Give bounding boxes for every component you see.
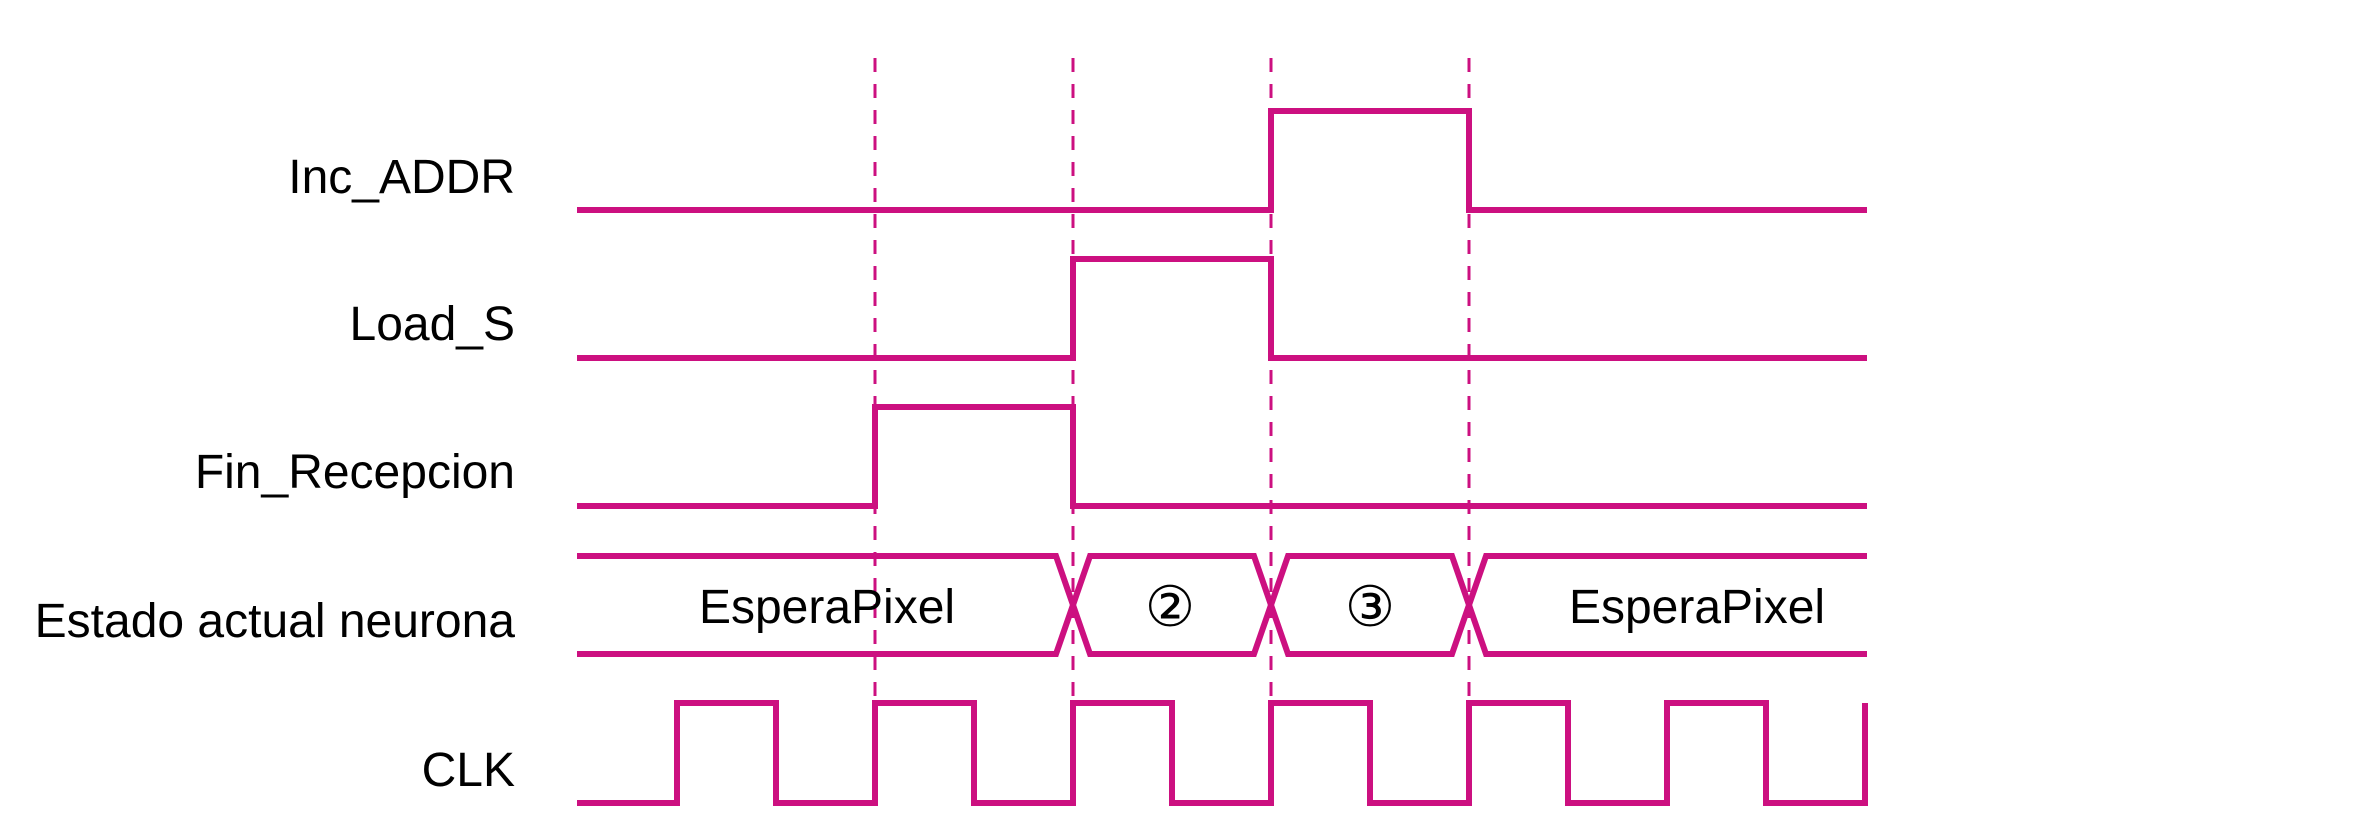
state-label-3: ③ <box>1345 575 1395 640</box>
state-label-esperapixel-1: EsperaPixel <box>699 581 955 634</box>
inc-addr-waveform <box>577 108 1867 213</box>
estado-bus-waveform <box>577 553 1867 657</box>
signal-labels: Inc_ADDR Load_S Fin_Recepcion Estado act… <box>35 151 516 797</box>
fin-recepcion-waveform <box>577 404 1867 509</box>
state-label-esperapixel-2: EsperaPixel <box>1569 581 1825 634</box>
guide-lines <box>873 58 1471 805</box>
signal-label-clk: CLK <box>422 744 515 797</box>
estado-segment-4 <box>1466 553 1867 657</box>
signal-label-inc-addr: Inc_ADDR <box>288 151 515 204</box>
signal-label-estado: Estado actual neurona <box>35 595 516 648</box>
load-s-waveform <box>577 256 1867 361</box>
clk-waveform <box>577 700 1868 806</box>
signal-label-fin-recepcion: Fin_Recepcion <box>195 446 515 499</box>
state-label-2: ② <box>1145 575 1195 640</box>
signal-label-load-s: Load_S <box>350 298 516 351</box>
